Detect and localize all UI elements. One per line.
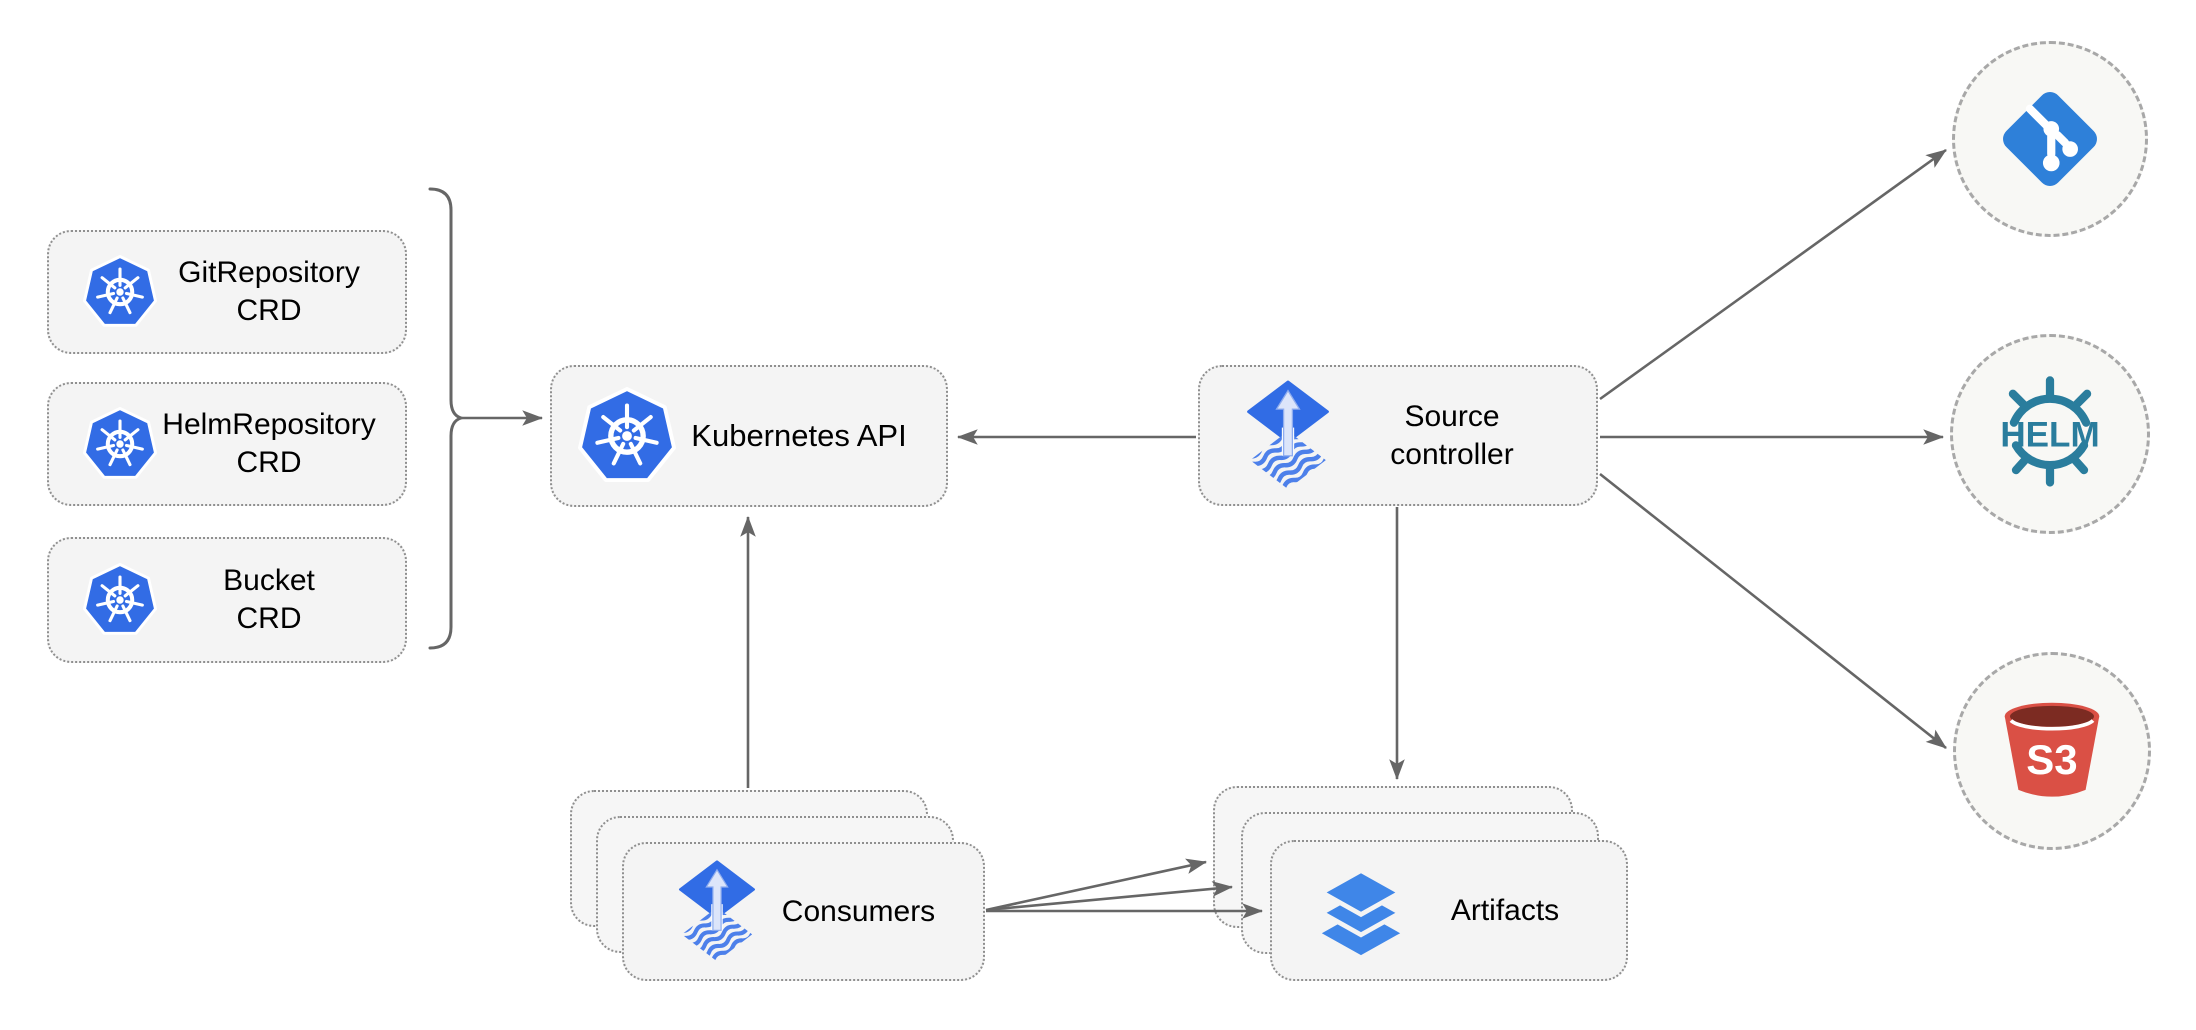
- s3-bucket-icon: S3: [2004, 702, 2100, 797]
- edge-source-controller-to-s3: [1599, 472, 1947, 750]
- node-artifacts: Artifacts: [1270, 840, 1628, 981]
- flux-icon: [1247, 380, 1329, 490]
- git-icon: [2003, 92, 2097, 186]
- kubernetes-icon: [83, 407, 157, 479]
- node-helmrepository-crd: HelmRepository CRD: [47, 382, 407, 506]
- node-label: Bucket CRD: [223, 564, 315, 635]
- node-source-controller: Source controller: [1198, 365, 1598, 506]
- node-label: Kubernetes API: [691, 418, 907, 453]
- edge-consumers-to-artifacts-1: [985, 858, 1208, 912]
- endpoint-s3: S3: [1953, 652, 2151, 850]
- layers-icon: [1317, 867, 1405, 956]
- node-consumers: Consumers: [622, 842, 985, 981]
- edge-source-controller-to-git: [1599, 148, 1947, 401]
- helm-label: HELM: [2000, 415, 2099, 454]
- endpoint-git: [1952, 41, 2148, 237]
- node-label: HelmRepository CRD: [162, 408, 376, 479]
- flux-icon: [678, 860, 756, 962]
- endpoint-helm: HELM: [1950, 334, 2150, 534]
- kubernetes-icon: [83, 563, 157, 635]
- s3-label: S3: [2026, 736, 2077, 783]
- node-label: Artifacts: [1450, 893, 1560, 927]
- node-bucket-crd: Bucket CRD: [47, 537, 407, 663]
- kubernetes-icon: [83, 255, 157, 327]
- kubernetes-icon: [578, 387, 676, 483]
- node-kubernetes-api: Kubernetes API: [550, 365, 948, 507]
- edge-consumers-to-artifacts-2: [985, 881, 1234, 912]
- node-label: GitRepository CRD: [178, 256, 360, 327]
- node-gitrepository-crd: GitRepository CRD: [47, 230, 407, 354]
- helm-icon: HELM: [2000, 376, 2100, 487]
- node-label: Consumers: [781, 894, 936, 928]
- node-label: Source controller: [1390, 399, 1514, 471]
- crd-group-bracket: [428, 187, 467, 650]
